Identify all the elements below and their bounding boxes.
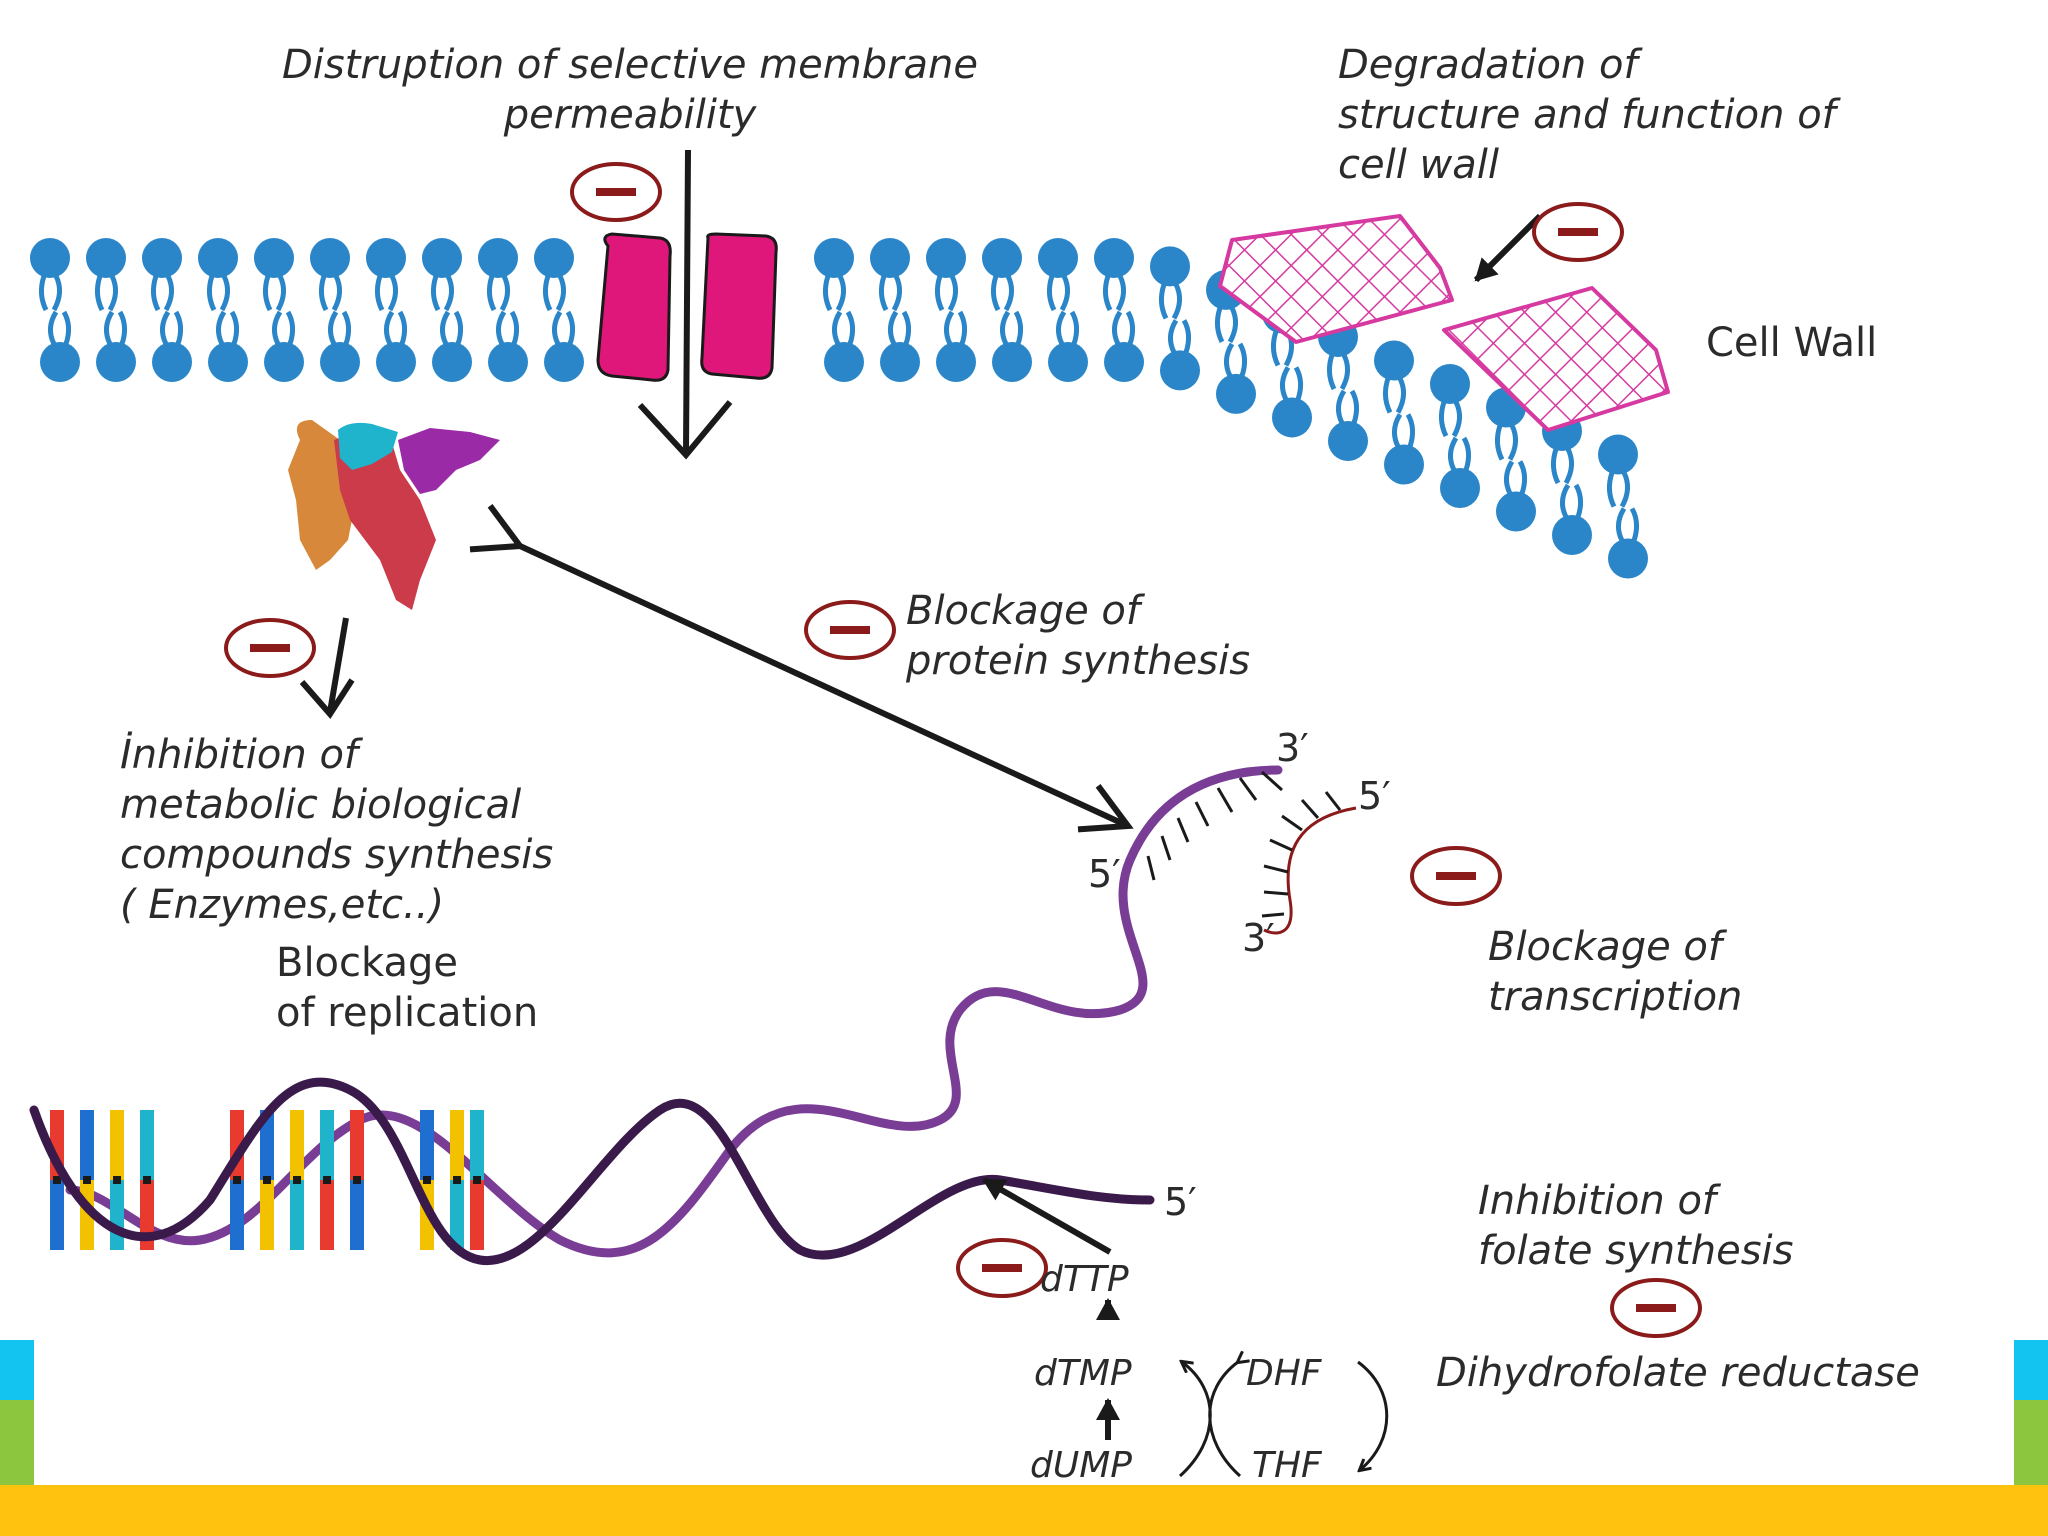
label-rep-line2: of replication [276,990,539,1036]
rna-5prime-right: 5′ [1358,774,1391,818]
pathway-dump: dUMP [1030,1445,1132,1486]
rna-3prime-bottom: 3′ [1242,916,1275,960]
frame-cyan-right [2014,1340,2048,1400]
label-transcription: Blockage of transcription [1488,922,1742,1022]
mrna-strand [65,765,1357,1258]
label-met-line2: metabolic biological [120,782,522,828]
label-cwd-line1: Degradation of [1338,42,1638,88]
dna-helix [29,1077,1155,1265]
dna-5prime: 5′ [1164,1180,1197,1224]
frame-green-right [2014,1400,2048,1485]
label-cwd-line2: structure and function of [1338,92,1836,138]
label-ps-line1: Blockage of [906,588,1140,634]
rna-3prime-top: 3′ [1276,726,1309,770]
label-met-line3: compounds synthesis [120,832,554,878]
pathway-dttp: dTTP [1040,1259,1129,1300]
label-metabolic-inhibition: İnhibition of metabolic biological compo… [120,730,553,930]
label-tr-line1: Blockage of [1488,924,1722,970]
label-protein-synthesis: Blockage of protein synthesis [906,586,1250,686]
label-fol-line1: Inhibition of [1478,1178,1717,1224]
pathway-thf: THF [1252,1445,1322,1486]
label-met-line4: ( Enzymes,etc..) [120,882,445,928]
protein-complex [288,420,500,610]
label-folate-inhibition: Inhibition of folate synthesis [1478,1176,1794,1276]
label-ps-line2: protein synthesis [906,638,1251,684]
label-met-line1: İnhibition of [120,732,359,778]
folate-pathway-arrows [1096,1298,1389,1478]
label-membrane-line1: Distruption of selective membrane [281,42,979,88]
inhibitor-markers [224,162,1702,1338]
frame-yellow-bottom [0,1485,2048,1536]
cell-wall-patches [1218,214,1670,432]
label-cell-wall-degradation: Degradation of structure and function of… [1338,40,1836,190]
rna-5prime-left: 5′ [1088,852,1121,896]
label-membrane-disruption: Distruption of selective membrane permea… [200,40,1060,140]
label-dihydrofolate-reductase: Dihydrofolate reductase [1436,1350,1920,1396]
pathway-dhf: DHF [1246,1353,1322,1394]
frame-cyan-left [0,1340,34,1400]
label-cwd-line3: cell wall [1338,142,1499,188]
label-rep-line1: Blockage [276,940,458,986]
label-fol-line2: folate synthesis [1478,1228,1794,1274]
dttp-arrow [982,1177,1112,1255]
frame-green-left [0,1400,34,1485]
label-cell-wall: Cell Wall [1706,320,1878,366]
label-replication: Blockage of replication [276,938,538,1038]
membrane-arrow-head [637,400,733,460]
cell-wall-arrow [1473,213,1543,283]
pathway-dtmp: dTMP [1034,1353,1132,1394]
protein-synthesis-arrow [469,504,1134,833]
metabolic-arrow-head [299,678,355,719]
label-membrane-line2: permeability [503,92,757,138]
membrane-arrow [683,149,691,453]
metabolic-arrow [327,617,349,713]
label-tr-line2: transcription [1488,974,1743,1020]
membrane-channel [596,232,778,382]
